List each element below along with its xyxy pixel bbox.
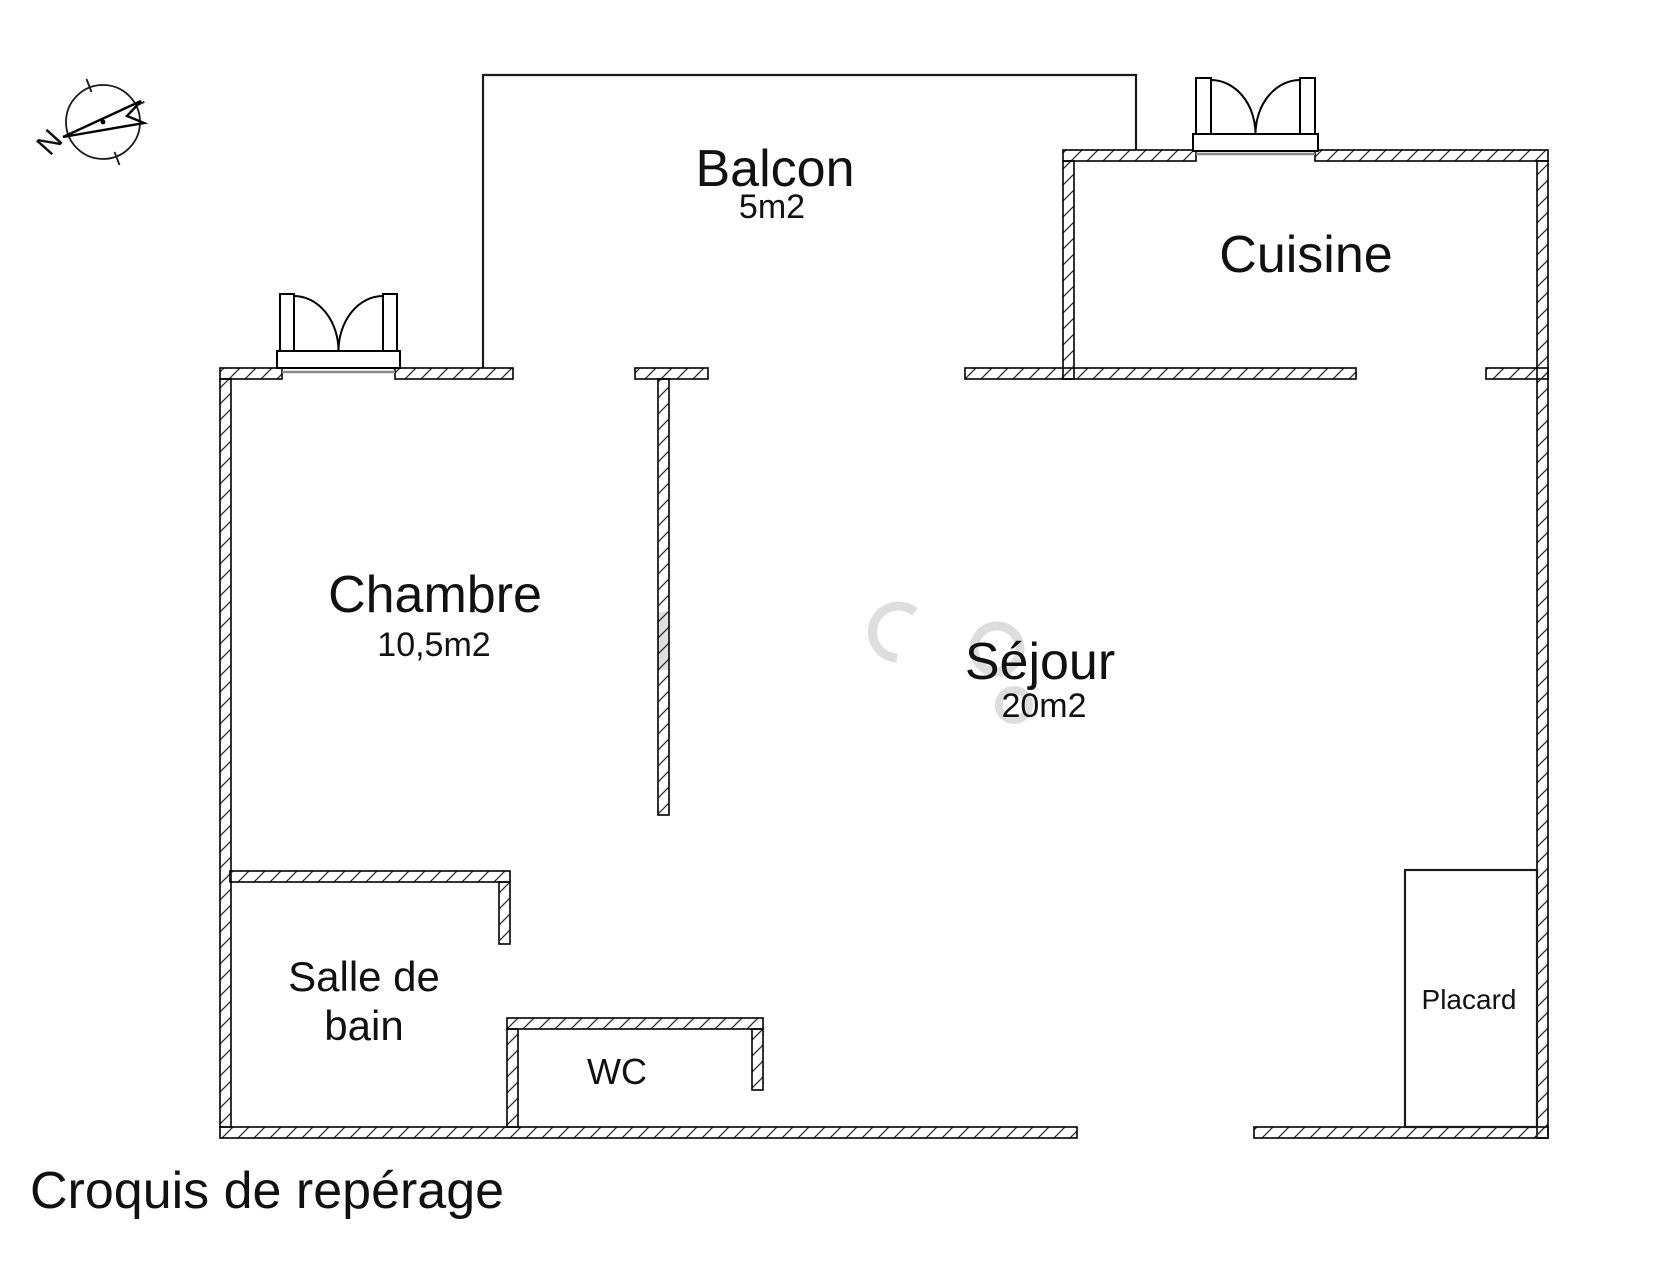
area-label-balcon: 5m2	[739, 188, 805, 226]
wall-wc-left	[506, 1028, 519, 1128]
wall-wc-top	[506, 1017, 764, 1030]
wall-chambre-top-right	[394, 367, 514, 380]
wall-chambre-top-left	[219, 367, 283, 380]
wall-bottom-right	[1253, 1126, 1549, 1139]
wall-partition-chambre-sejour	[657, 378, 670, 816]
wall-right	[1536, 160, 1549, 1139]
wall-partition-header	[634, 367, 709, 380]
room-label-placard: Placard	[1422, 984, 1517, 1015]
wall-cuisine-top-left	[1062, 149, 1197, 162]
room-label-salle-de-bain-line1: Salle de	[288, 953, 440, 1000]
wall-cuisine-left	[1062, 160, 1075, 380]
room-label-chambre: Chambre	[328, 566, 542, 624]
room-label-cuisine: Cuisine	[1219, 226, 1392, 284]
wall-wc-right	[751, 1028, 764, 1091]
room-label-wc: WC	[587, 1051, 647, 1092]
wall-sejour-top	[964, 367, 1357, 380]
wall-bathroom-stub	[498, 881, 511, 945]
wall-left	[219, 378, 232, 1128]
room-label-sejour: Séjour	[965, 633, 1115, 691]
wall-bottom-left	[219, 1126, 1078, 1139]
room-label-salle-de-bain-line2: bain	[324, 1002, 403, 1049]
wall-bathroom-divider	[229, 870, 511, 883]
placard-outline	[1403, 868, 1539, 1129]
room-labels: Balcon 5m2 Cuisine Chambre 10,5m2 Séjour…	[288, 140, 1516, 1092]
wall-cuisine-top-right	[1314, 149, 1549, 162]
balcony-outline	[481, 73, 1138, 368]
compass-north-label: N	[30, 124, 69, 162]
window-icon-chambre	[276, 293, 401, 369]
walls	[219, 149, 1549, 1139]
window-icon-cuisine	[1192, 77, 1319, 152]
area-label-chambre: 10,5m2	[377, 626, 490, 664]
page-caption: Croquis de repérage	[30, 1162, 504, 1220]
room-label-balcon: Balcon	[696, 140, 855, 198]
area-label-sejour: 20m2	[1001, 687, 1086, 725]
compass-icon: N	[30, 78, 149, 166]
